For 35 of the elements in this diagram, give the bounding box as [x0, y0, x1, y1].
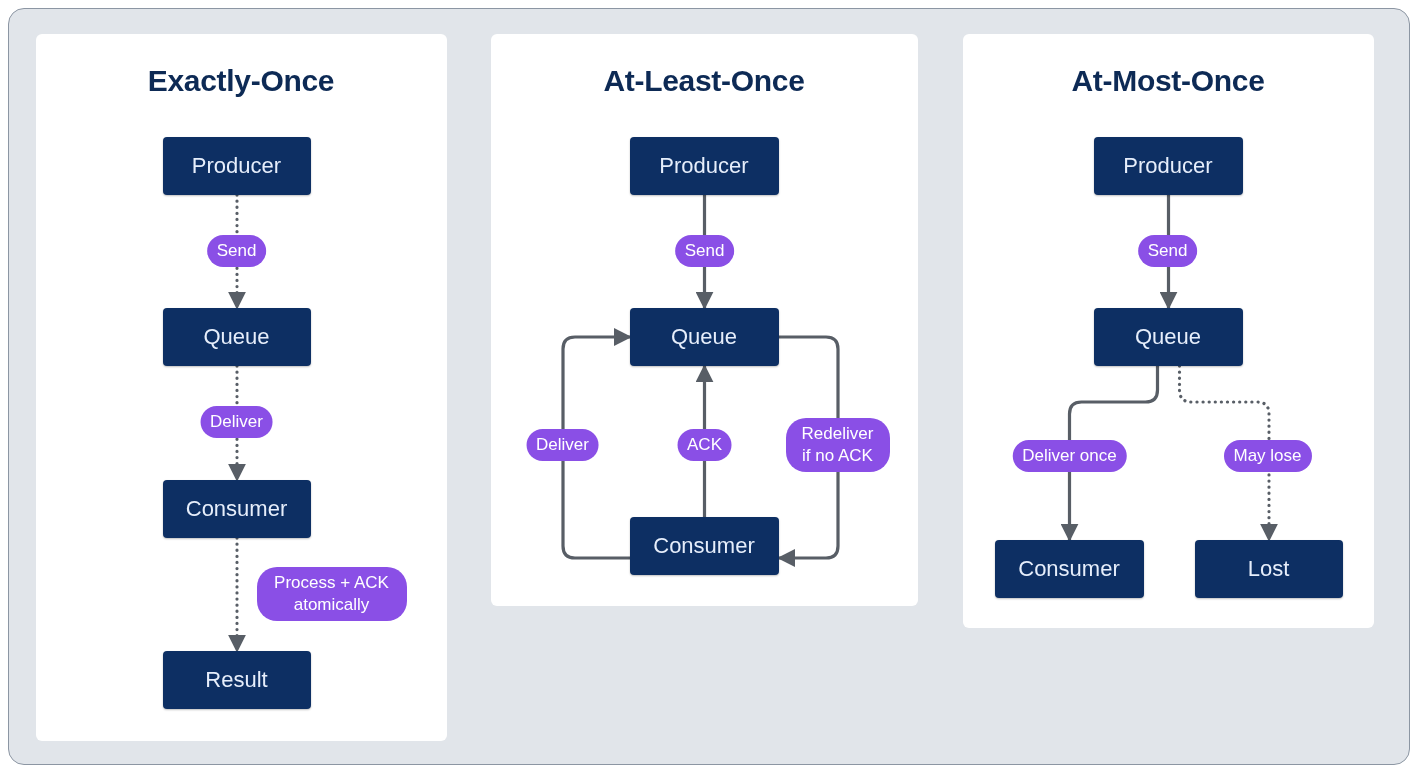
edge-label: Process + ACK atomically: [256, 566, 407, 621]
process-box: [162, 307, 311, 366]
node-label: Producer: [191, 152, 282, 179]
edge-label: Deliver once: [1012, 439, 1127, 472]
process-box: [1093, 136, 1243, 195]
node-label: Producer: [1123, 152, 1213, 179]
process-box: [162, 650, 311, 709]
process-box: [1194, 539, 1343, 598]
process-box: [162, 479, 311, 538]
node-label: Queue: [203, 323, 270, 350]
panel-heading: Exactly-Once: [147, 63, 335, 98]
connector-arrow: [227, 535, 246, 653]
node-label: Queue: [1134, 323, 1202, 350]
panel-heading: At-Least-Once: [603, 63, 805, 98]
connector-arrow: [560, 327, 632, 560]
panel-heading: At-Most-Once: [1071, 63, 1265, 98]
connector-arrow: [1060, 365, 1159, 542]
panel-card: [962, 33, 1374, 628]
node-label: Consumer: [185, 495, 288, 522]
process-box: [162, 136, 311, 195]
connector-arrow: [1177, 363, 1278, 542]
edge-label: Redeliver if no ACK: [785, 417, 890, 472]
process-box: [994, 539, 1144, 598]
process-box: [629, 136, 779, 195]
panel-card: [490, 33, 918, 606]
node-label: Queue: [670, 323, 738, 350]
process-box: [1093, 307, 1243, 366]
panel-card: [35, 33, 447, 741]
process-box: [629, 516, 779, 575]
node-label: Result: [205, 666, 268, 693]
process-box: [629, 307, 779, 366]
node-label: Lost: [1247, 555, 1290, 582]
node-label: Consumer: [1018, 555, 1120, 582]
node-label: Consumer: [653, 532, 755, 559]
node-label: Producer: [659, 152, 749, 179]
